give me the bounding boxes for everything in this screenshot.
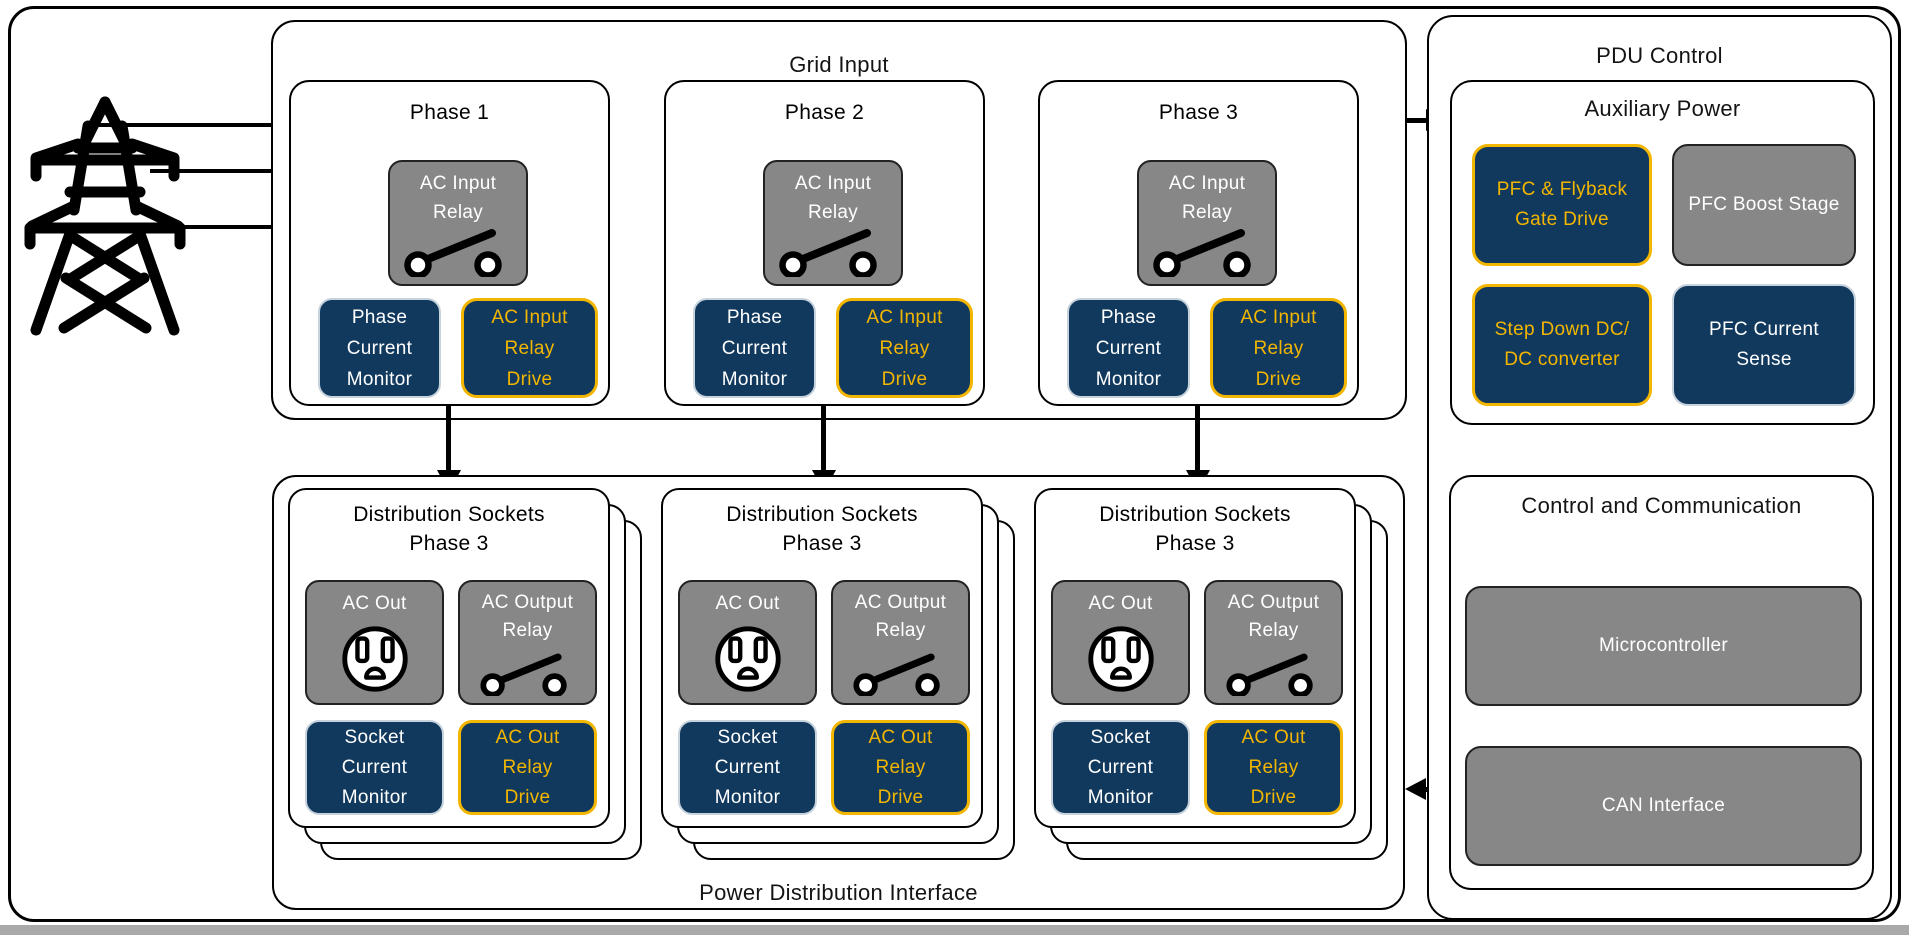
distribution-sockets-box-1: Distribution Sockets Phase 3 AC Out AC O… xyxy=(288,488,610,828)
phase-3-box: Phase 3 AC Input Relay Phase Current Mon… xyxy=(1038,80,1359,406)
open-switch-icon xyxy=(1225,653,1313,696)
can-interface-block: CAN Interface xyxy=(1465,746,1862,866)
ac-out-relay-drive-block: AC Out Relay Drive xyxy=(458,720,597,815)
phase-2-title: Phase 2 xyxy=(784,101,865,124)
open-switch-icon xyxy=(779,229,877,277)
phase-2-box: Phase 2 AC Input Relay Phase Current Mon… xyxy=(664,80,985,406)
distribution-sockets-title: Distribution Sockets Phase 3 xyxy=(353,503,545,555)
arrow-right-line xyxy=(1406,118,1428,123)
distribution-sockets-box-3: Distribution Sockets Phase 3 AC Out AC O… xyxy=(1034,488,1356,828)
auxiliary-power-box: Auxiliary Power PFC & Flyback Gate Drive… xyxy=(1450,80,1875,425)
phase-1-box: Phase 1 AC Input Relay Phase Current Mon… xyxy=(289,80,610,406)
ac-output-relay-block: AC Output Relay xyxy=(831,580,970,705)
socket-current-monitor-block: Socket Current Monitor xyxy=(305,720,444,815)
ac-output-relay-block: AC Output Relay xyxy=(458,580,597,705)
auxiliary-power-title: Auxiliary Power xyxy=(1584,96,1741,121)
socket-current-monitor-block: Socket Current Monitor xyxy=(678,720,817,815)
ac-socket-icon xyxy=(341,626,408,692)
pfc-flyback-gate-drive-block: PFC & Flyback Gate Drive xyxy=(1472,144,1652,266)
ac-out-block: AC Out xyxy=(1051,580,1190,705)
ac-input-relay-block: AC Input Relay xyxy=(763,160,903,286)
ac-out-block: AC Out xyxy=(678,580,817,705)
control-communication-box: Control and Communication Microcontrolle… xyxy=(1449,475,1874,890)
distribution-sockets-box-2: Distribution Sockets Phase 3 AC Out AC O… xyxy=(661,488,983,828)
arrow-down-line-3 xyxy=(1195,406,1200,472)
distribution-sockets-title: Distribution Sockets Phase 3 xyxy=(726,503,918,555)
open-switch-icon xyxy=(852,653,940,696)
pdu-control-title: PDU Control xyxy=(1596,43,1723,68)
arrow-down-line-2 xyxy=(821,406,826,472)
power-distribution-title: Power Distribution Interface xyxy=(699,880,978,905)
ac-input-relay-drive-block: AC Input Relay Drive xyxy=(1210,298,1347,398)
ac-socket-icon xyxy=(714,626,781,692)
ac-input-relay-drive-block: AC Input Relay Drive xyxy=(836,298,973,398)
phase-3-title: Phase 3 xyxy=(1158,101,1239,124)
open-switch-icon xyxy=(404,229,502,277)
bottom-shadow-strip xyxy=(0,925,1909,935)
power-line-3 xyxy=(150,225,272,229)
microcontroller-block: Microcontroller xyxy=(1465,586,1862,706)
control-communication-title: Control and Communication xyxy=(1521,493,1802,518)
transmission-tower-icon xyxy=(24,96,186,336)
phase-current-monitor-block: Phase Current Monitor xyxy=(318,298,441,398)
open-switch-icon xyxy=(479,653,567,696)
pfc-boost-stage-block: PFC Boost Stage xyxy=(1672,144,1856,266)
phase-1-title: Phase 1 xyxy=(409,101,490,124)
pfc-current-sense-block: PFC Current Sense xyxy=(1672,284,1856,406)
ac-input-relay-drive-block: AC Input Relay Drive xyxy=(461,298,598,398)
distribution-sockets-title: Distribution Sockets Phase 3 xyxy=(1099,503,1291,555)
ac-out-block: AC Out xyxy=(305,580,444,705)
power-line-1 xyxy=(98,123,272,127)
power-line-2 xyxy=(150,169,272,173)
ac-input-relay-block: AC Input Relay xyxy=(1137,160,1277,286)
arrow-down-line-1 xyxy=(446,406,451,472)
arrow-left-icon xyxy=(1405,778,1426,800)
ac-output-relay-block: AC Output Relay xyxy=(1204,580,1343,705)
grid-input-title: Grid Input xyxy=(789,52,889,77)
phase-current-monitor-block: Phase Current Monitor xyxy=(693,298,816,398)
ac-input-relay-block: AC Input Relay xyxy=(388,160,528,286)
ac-out-relay-drive-block: AC Out Relay Drive xyxy=(831,720,970,815)
ac-socket-icon xyxy=(1087,626,1154,692)
open-switch-icon xyxy=(1153,229,1251,277)
ac-out-relay-drive-block: AC Out Relay Drive xyxy=(1204,720,1343,815)
socket-current-monitor-block: Socket Current Monitor xyxy=(1051,720,1190,815)
pdu-control-box: PDU Control Auxiliary Power PFC & Flybac… xyxy=(1427,15,1892,920)
step-down-dcdc-block: Step Down DC/ DC converter xyxy=(1472,284,1652,406)
phase-current-monitor-block: Phase Current Monitor xyxy=(1067,298,1190,398)
